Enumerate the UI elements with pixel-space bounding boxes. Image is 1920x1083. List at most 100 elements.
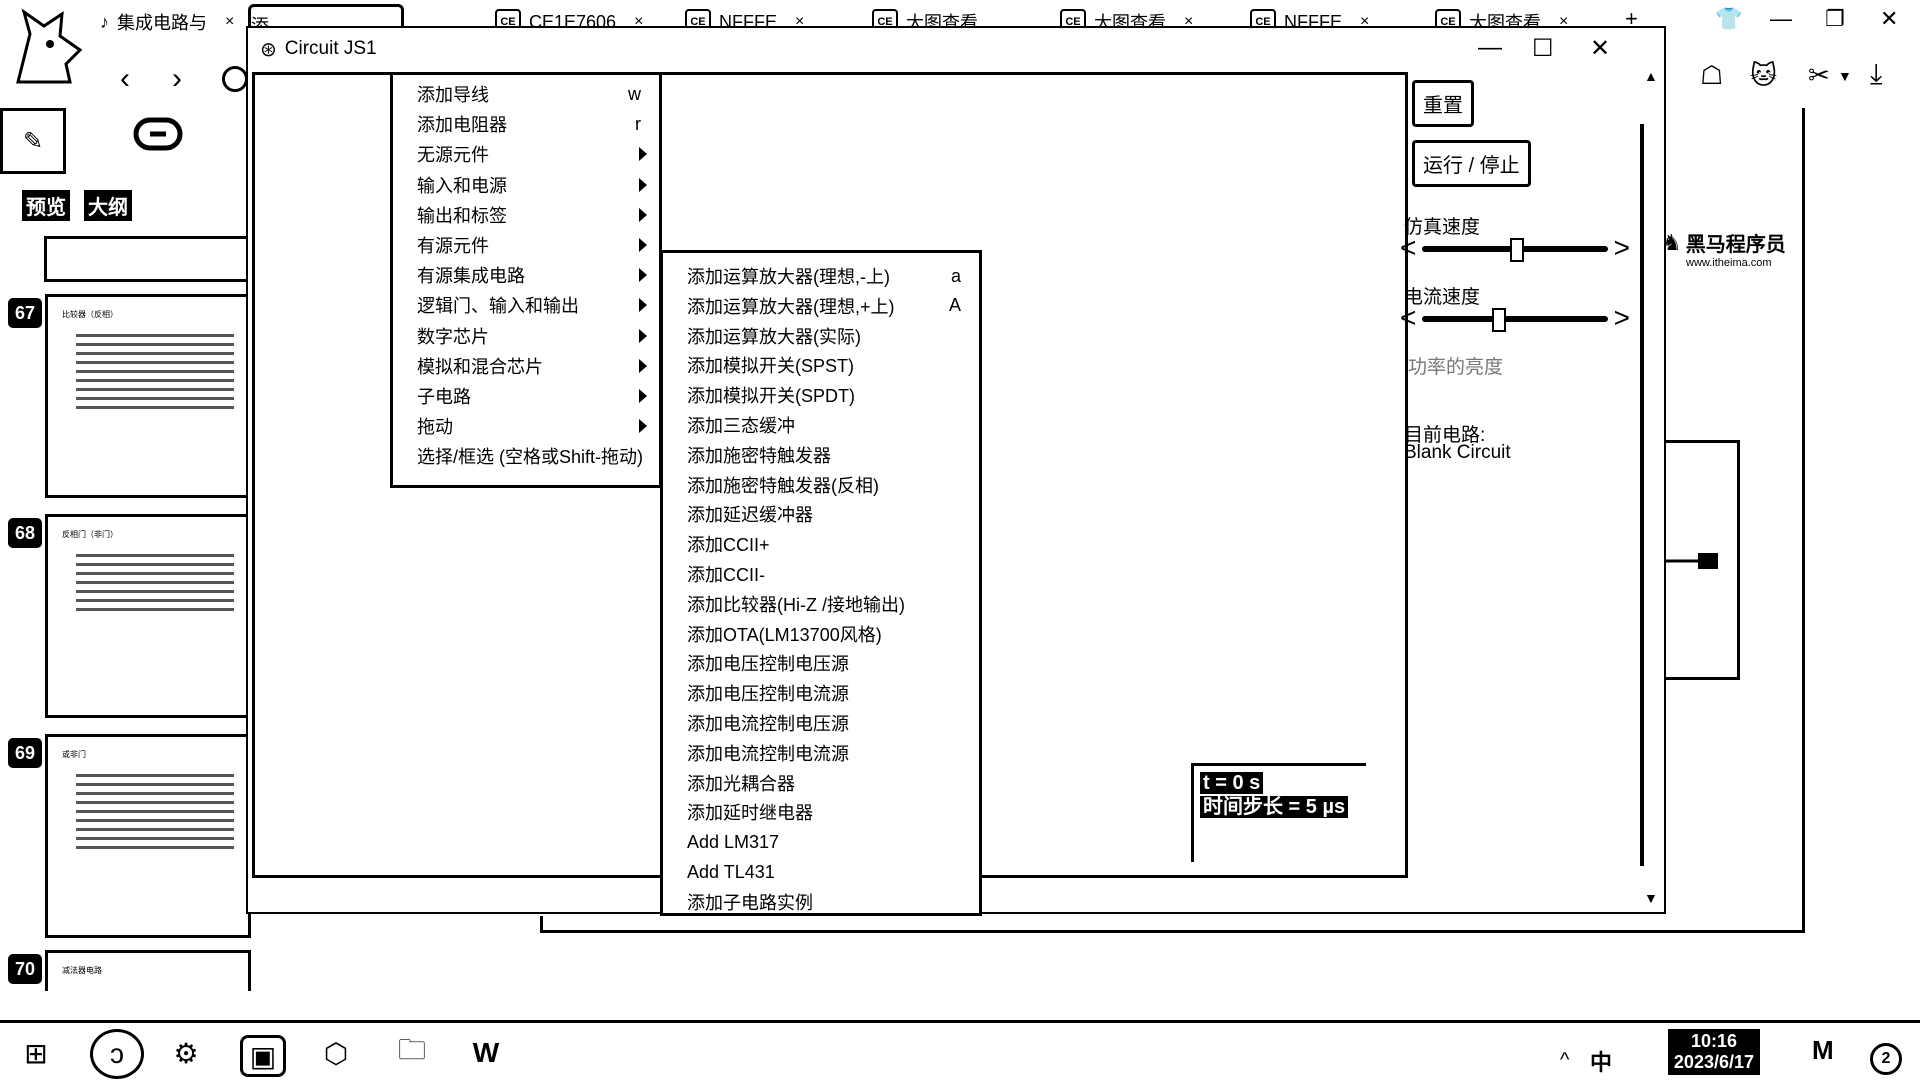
- slider-left-arrow-icon[interactable]: <: [1400, 302, 1417, 333]
- scissors-icon[interactable]: ✂: [1808, 60, 1830, 90]
- chevron-down-icon[interactable]: ▼: [1838, 68, 1852, 84]
- close-icon[interactable]: ×: [1559, 13, 1569, 30]
- extension-icon[interactable]: ☖: [1700, 60, 1724, 90]
- shirt-icon[interactable]: 👕: [1715, 6, 1743, 31]
- close-icon[interactable]: ✕: [1590, 35, 1611, 62]
- close-icon[interactable]: ×: [1184, 13, 1194, 30]
- submenu-item-label: 添加OTA(LM13700风格): [687, 624, 882, 645]
- refresh-icon[interactable]: [222, 66, 248, 92]
- menu-item[interactable]: 输出和标签: [393, 200, 659, 230]
- submenu-item-label: 添加模拟开关(SPDT): [687, 386, 855, 407]
- clock[interactable]: 10:16 2023/6/17: [1667, 1029, 1760, 1075]
- submenu-item[interactable]: 添加子电路实例: [663, 887, 979, 917]
- submenu-item-label: 添加三态缓冲: [687, 416, 795, 436]
- submenu-item[interactable]: 添加电流控制电流源: [663, 738, 979, 768]
- submenu-item[interactable]: 添加延时继电器: [663, 797, 979, 827]
- cat-icon[interactable]: 🐱: [1750, 60, 1778, 90]
- tab-preview[interactable]: 预览: [22, 190, 70, 221]
- slider-right-arrow-icon[interactable]: >: [1613, 302, 1630, 333]
- run-stop-button[interactable]: 运行 / 停止: [1412, 140, 1531, 187]
- search-input[interactable]: [44, 236, 252, 282]
- slider-thumb[interactable]: [1510, 238, 1524, 262]
- submenu-item[interactable]: 添加施密特触发器: [663, 440, 979, 470]
- download-icon[interactable]: ⤓: [1870, 58, 1883, 89]
- maximize-icon[interactable]: ☐: [1532, 35, 1554, 62]
- submenu-item[interactable]: 添加模拟开关(SPDT): [663, 380, 979, 410]
- minimize-icon[interactable]: —: [1478, 34, 1502, 61]
- sync-icon[interactable]: [132, 114, 184, 154]
- menu-item[interactable]: 输入和电源: [393, 170, 659, 200]
- slide-thumbnail[interactable]: 减法器电路: [45, 950, 251, 991]
- slide-thumbnail[interactable]: 或非门: [45, 734, 251, 938]
- current-speed-slider[interactable]: < >: [1400, 304, 1630, 334]
- submenu-item[interactable]: 添加电流控制电压源: [663, 708, 979, 738]
- submenu-item[interactable]: 添加光耦合器: [663, 768, 979, 798]
- folder-icon[interactable]: 🗀: [397, 1034, 426, 1065]
- submenu-item[interactable]: 添加延迟缓冲器: [663, 499, 979, 529]
- ime-indicator[interactable]: 中: [1590, 1050, 1613, 1075]
- close-icon[interactable]: ×: [634, 13, 644, 30]
- menu-item[interactable]: 子电路: [393, 381, 659, 411]
- scroll-down-icon[interactable]: ▼: [1644, 890, 1658, 906]
- slider-left-arrow-icon[interactable]: <: [1400, 232, 1417, 263]
- slider-track: [1422, 316, 1608, 322]
- tab-outline[interactable]: 大纲: [84, 190, 132, 221]
- menu-item[interactable]: 拖动: [393, 411, 659, 441]
- submenu-item[interactable]: 添加CCII+: [663, 529, 979, 559]
- close-icon[interactable]: ×: [1360, 13, 1370, 30]
- reset-button[interactable]: 重置: [1412, 80, 1474, 127]
- submenu-item[interactable]: 添加三态缓冲: [663, 410, 979, 440]
- submenu-arrow-icon: [639, 238, 647, 252]
- panel-toggle-icon[interactable]: ✎: [0, 108, 66, 174]
- submenu-item[interactable]: 添加CCII-: [663, 559, 979, 589]
- submenu-item[interactable]: 添加电压控制电流源: [663, 678, 979, 708]
- submenu-item[interactable]: 添加模拟开关(SPST): [663, 350, 979, 380]
- scroll-up-icon[interactable]: ▲: [1644, 68, 1658, 84]
- restore-icon[interactable]: ❐: [1825, 6, 1845, 31]
- notification-badge[interactable]: 2: [1870, 1043, 1902, 1075]
- menu-item[interactable]: 选择/框选 (空格或Shift-拖动): [393, 441, 659, 471]
- wps-app-icon[interactable]: W: [472, 1037, 500, 1068]
- submenu-item[interactable]: 添加运算放大器(理想,-上)a: [663, 261, 979, 291]
- slide-thumbnail[interactable]: 比较器（反相）: [45, 294, 251, 498]
- menu-item[interactable]: 无源元件: [393, 139, 659, 169]
- media-icon[interactable]: M: [1812, 1035, 1834, 1065]
- submenu-item[interactable]: Add LM317: [663, 827, 979, 857]
- menu-item[interactable]: 数字芯片: [393, 321, 659, 351]
- sim-speed-slider[interactable]: < >: [1400, 234, 1630, 264]
- menu-item[interactable]: 有源元件: [393, 230, 659, 260]
- menu-item[interactable]: 逻辑门、输入和输出: [393, 290, 659, 320]
- window-title-bar[interactable]: ⊛ Circuit JS1 — ☐ ✕: [248, 28, 1664, 70]
- minimize-icon[interactable]: —: [1770, 6, 1792, 31]
- submenu-item[interactable]: 添加比较器(Hi-Z /接地输出): [663, 589, 979, 619]
- menu-item[interactable]: 有源集成电路: [393, 260, 659, 290]
- slider-right-arrow-icon[interactable]: >: [1613, 232, 1630, 263]
- submenu-item[interactable]: 添加施密特触发器(反相): [663, 470, 979, 500]
- slider-thumb[interactable]: [1492, 308, 1507, 332]
- slide-output-symbol: [1660, 552, 1720, 570]
- windows-start-icon[interactable]: ⊞: [24, 1037, 48, 1069]
- scrollbar[interactable]: [1640, 124, 1644, 866]
- browser-app-icon[interactable]: ↄ: [90, 1029, 144, 1079]
- submenu-item[interactable]: 添加OTA(LM13700风格): [663, 619, 979, 649]
- close-icon[interactable]: ✕: [1880, 6, 1899, 31]
- close-icon[interactable]: ×: [795, 13, 805, 30]
- slide-thumbnail[interactable]: 反相门（非门）: [45, 514, 251, 718]
- 3d-app-icon[interactable]: ⬡: [323, 1037, 349, 1069]
- gear-icon[interactable]: ⚙: [173, 1037, 199, 1069]
- submenu-item[interactable]: Add TL431: [663, 857, 979, 887]
- menu-item[interactable]: 模拟和混合芯片: [393, 351, 659, 381]
- browser-tab[interactable]: ♪ 集成电路与 ×: [100, 11, 235, 34]
- submenu-item-label: 添加电压控制电流源: [687, 684, 849, 705]
- submenu-item[interactable]: 添加运算放大器(理想,+上)A: [663, 291, 979, 321]
- submenu-item[interactable]: 添加电压控制电压源: [663, 648, 979, 678]
- new-tab-button[interactable]: +: [1625, 6, 1638, 31]
- forward-icon[interactable]: ›: [172, 62, 182, 95]
- presentation-app-icon[interactable]: ▣: [240, 1035, 286, 1077]
- tray-chevron-up-icon[interactable]: ^: [1560, 1049, 1570, 1071]
- close-icon[interactable]: ×: [225, 13, 235, 30]
- submenu-item[interactable]: 添加运算放大器(实际): [663, 321, 979, 351]
- back-icon[interactable]: ‹: [120, 62, 130, 95]
